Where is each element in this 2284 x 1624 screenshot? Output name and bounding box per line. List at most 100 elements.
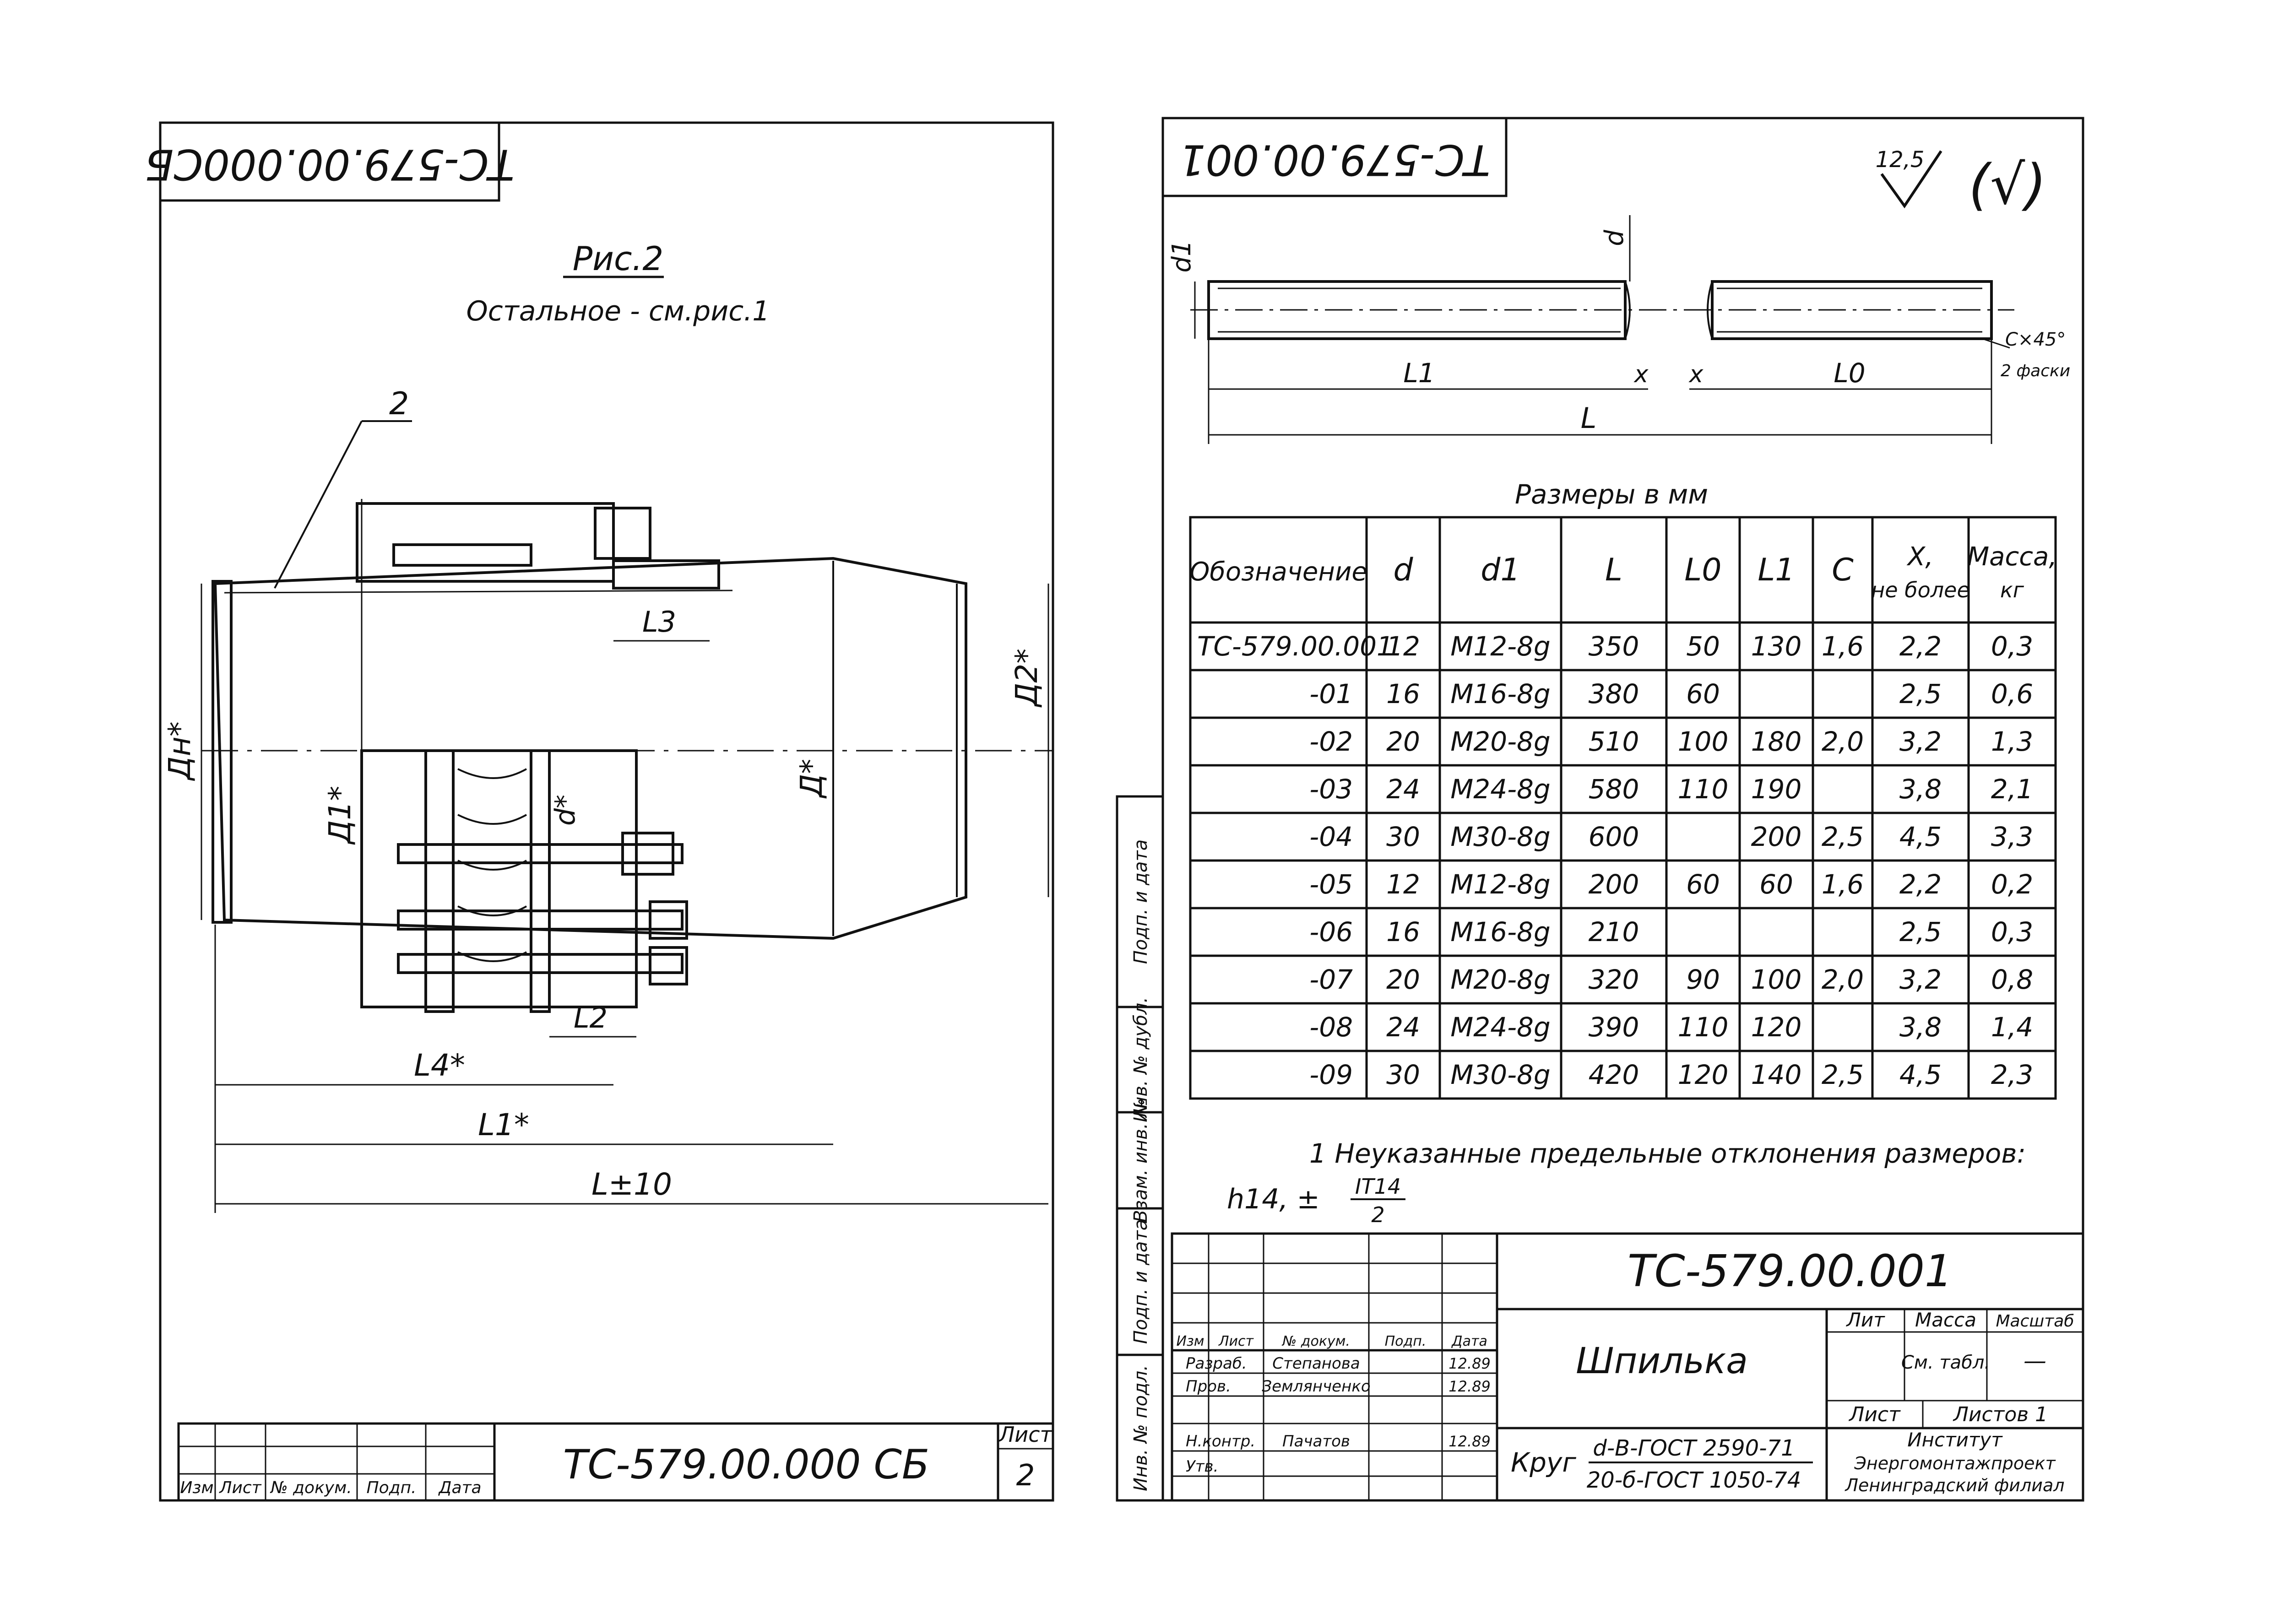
- label-l: L±10: [591, 1167, 672, 1202]
- tb1-outer: [177, 1422, 1054, 1502]
- side-strip: [1116, 795, 1164, 1502]
- label-l2: L2: [574, 1001, 608, 1034]
- table-cell: М24-8g: [1450, 1012, 1551, 1043]
- tb2-org3: Ленинградский филиал: [1844, 1475, 2064, 1495]
- tb2-org2: Энергомонтажпроект: [1854, 1453, 2056, 1473]
- label-dn: Дн*: [162, 721, 197, 781]
- tb2-role-name: Пачатов: [1282, 1432, 1350, 1451]
- table-cell: 4,5: [1899, 1059, 1942, 1090]
- table-cell: 1,3: [1991, 726, 2033, 757]
- bolt-2: [397, 909, 684, 931]
- table-cell: 24: [1386, 774, 1420, 805]
- table-caption: Размеры в мм: [1515, 479, 1708, 510]
- sheet1-fig-subtitle: Остальное - см.рис.1: [467, 295, 770, 327]
- table-header: Масса,: [1967, 542, 2057, 572]
- table-cell: 350: [1589, 631, 1639, 662]
- tb2-name: Шпилька: [1576, 1341, 1748, 1382]
- table-cell: 110: [1678, 774, 1729, 805]
- tb2-col-2: № докум.: [1281, 1333, 1350, 1349]
- label-d: Д*: [794, 759, 829, 799]
- table-cell: М20-8g: [1450, 726, 1551, 757]
- sheet1-stamp: ТС-579.00.000СБ: [145, 140, 515, 189]
- tb2-role-date: 12.89: [1449, 1355, 1491, 1372]
- stud-dimensions: [1194, 215, 2010, 444]
- label-d1: Д1*: [322, 786, 358, 845]
- stud-right: [1711, 280, 1993, 340]
- table-cell: 2,5: [1899, 678, 1942, 709]
- stud-label-l1: L1: [1403, 357, 1435, 389]
- table-cell: 2,3: [1991, 1059, 2033, 1090]
- table-cell: 12: [1386, 631, 1420, 662]
- table-header: L0: [1684, 552, 1721, 588]
- tb2-material-word: Круг: [1511, 1447, 1576, 1478]
- table-cell: М24-8g: [1450, 774, 1551, 805]
- table-cell: 200: [1589, 869, 1639, 900]
- note-line2: h14, ±: [1227, 1183, 1320, 1215]
- table-cell: 100: [1678, 726, 1729, 757]
- stud-label-d1: d1: [1167, 240, 1197, 272]
- table-cell: 0,3: [1991, 916, 2033, 947]
- label-l1: L1*: [478, 1107, 529, 1142]
- table-cell: 510: [1589, 726, 1639, 757]
- table-cell: 190: [1751, 774, 1802, 805]
- table-header: d1: [1481, 552, 1520, 588]
- table-cell: -09: [1309, 1059, 1353, 1090]
- table-cell: 2,1: [1991, 774, 2033, 805]
- table-cell: 2,0: [1822, 726, 1864, 757]
- tb2-role: Н.контр.: [1186, 1432, 1255, 1451]
- tb2-code: ТС-579.00.001: [1628, 1245, 1953, 1297]
- table-cell: 420: [1589, 1059, 1639, 1090]
- table-cell: -01: [1309, 678, 1353, 709]
- tb2-role: Разраб.: [1186, 1354, 1247, 1373]
- table-cell: 0,3: [1991, 631, 2033, 662]
- table-cell: М30-8g: [1450, 1059, 1551, 1090]
- sheet2-stamp-box: [1161, 117, 1508, 197]
- roughness-mark: [1880, 150, 1942, 209]
- table-cell: 100: [1751, 964, 1802, 995]
- sheet1-stamp-box: [159, 121, 500, 202]
- tb2-role: Утв.: [1186, 1457, 1218, 1476]
- side-strip-label: Подп. и дата: [1130, 1219, 1151, 1344]
- side-strip-label: Взам. инв. №: [1130, 1098, 1151, 1223]
- note-line1: 1 Неуказанные предельные отклонения разм…: [1309, 1138, 2026, 1169]
- table-cell: 3,8: [1899, 1012, 1942, 1043]
- gland-bottom: [360, 749, 638, 1008]
- table-cell: 30: [1386, 1059, 1420, 1090]
- bolt-3: [397, 953, 684, 974]
- table-cell: М12-8g: [1450, 631, 1551, 662]
- table-cell: 60: [1686, 678, 1720, 709]
- sheet2-stamp: ТС-579.00.001: [1179, 135, 1490, 184]
- gland-top: [356, 502, 615, 583]
- bolt-1: [397, 843, 684, 864]
- table-header: не более: [1871, 578, 1970, 602]
- table-cell: 2,5: [1822, 821, 1864, 852]
- table-cell: -07: [1309, 964, 1353, 995]
- table-cell: 16: [1386, 678, 1420, 709]
- tb1-col-0: Изм: [180, 1478, 213, 1497]
- table-cell: -02: [1309, 726, 1353, 757]
- stud-label-l: L: [1581, 401, 1597, 435]
- table-cell: 1,6: [1822, 869, 1864, 900]
- table-header: X,: [1906, 542, 1933, 572]
- note-frac-num: IT14: [1355, 1174, 1401, 1199]
- table-header: кг: [2000, 578, 2024, 602]
- tb2-role-name: Степанова: [1272, 1354, 1360, 1373]
- label-dstar: d*: [549, 795, 581, 826]
- tb2-outer: [1171, 1232, 2084, 1502]
- table-cell: 120: [1678, 1059, 1729, 1090]
- table-cell: 2,5: [1822, 1059, 1864, 1090]
- table-cell: -03: [1309, 774, 1353, 805]
- label-item-2: 2: [389, 386, 409, 422]
- tb1-sheet-no: 2: [1016, 1459, 1035, 1493]
- table-header: L: [1605, 552, 1622, 588]
- table-cell: 130: [1751, 631, 1802, 662]
- tb1-col-4: Дата: [438, 1478, 481, 1497]
- bolt-row-top: [392, 543, 532, 567]
- side-strip-label: Подп. и дата: [1130, 839, 1151, 964]
- note-frac-den: 2: [1371, 1202, 1384, 1227]
- tb2-col-0: Изм: [1176, 1333, 1204, 1349]
- flange-bottom-1: [424, 749, 455, 1013]
